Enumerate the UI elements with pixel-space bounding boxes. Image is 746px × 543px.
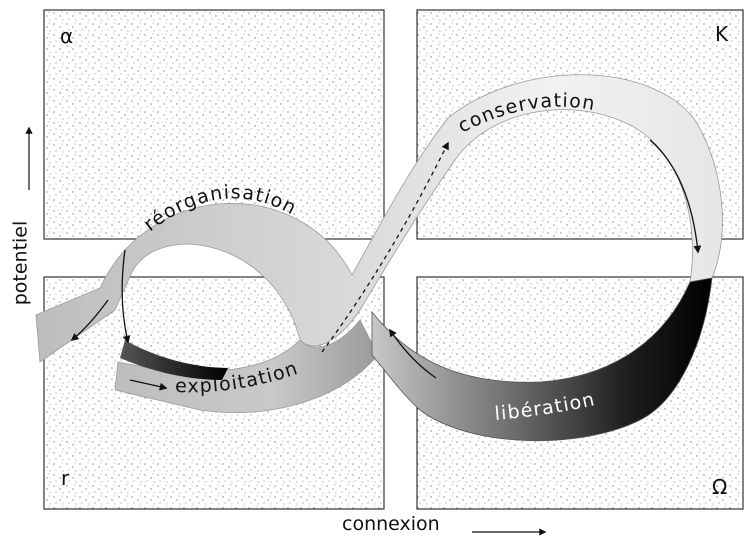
arrow-liberation-return	[389, 328, 437, 379]
arrow-exit-left	[70, 299, 109, 341]
corner-label-alpha: α	[60, 24, 73, 48]
y-axis-label: potentiel	[9, 220, 32, 306]
quadrant-alpha	[43, 9, 385, 240]
arrow-reorg-down	[121, 249, 131, 344]
band-main	[35, 74, 723, 363]
corner-label-omega: Ω	[712, 475, 727, 499]
x-axis-label: connexion	[342, 513, 440, 535]
corner-label-k: K	[715, 22, 729, 46]
band-liberation	[371, 277, 713, 442]
arrow-exploitation-start	[129, 379, 168, 391]
corner-label-r: r	[61, 466, 70, 490]
band-dark-tail	[120, 340, 228, 380]
arrow-conservation-descent	[649, 139, 702, 254]
